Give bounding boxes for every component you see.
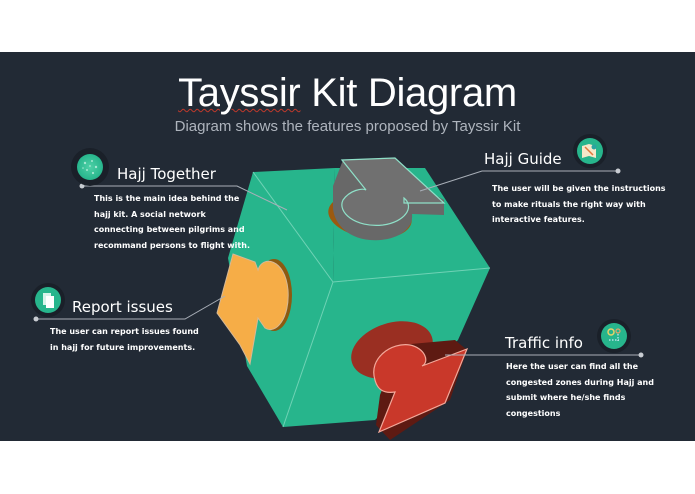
desc-line: This is the main idea behind the	[94, 194, 240, 203]
hajj-guide-icon-badge	[573, 134, 607, 168]
traffic-info-icon-badge	[597, 319, 631, 353]
route-pins-icon	[601, 323, 627, 349]
title-rest: Kit Diagram	[311, 71, 517, 115]
report-issues-title: Report issues	[72, 298, 173, 316]
desc-line: congested zones during Hajj and	[506, 377, 654, 387]
desc-line: recommand persons to flight with.	[94, 240, 250, 250]
page-subtitle: Diagram shows the features proposed by T…	[174, 118, 521, 135]
desc-line: interactive features.	[492, 215, 585, 224]
connector-hajj-together	[82, 185, 288, 211]
desc-line: hajj kit. A social network	[94, 209, 206, 219]
hajj-guide-title: Hajj Guide	[484, 150, 562, 168]
puzzle-cube-diagram	[33, 157, 644, 440]
traffic-info-description: Here the user can find all the congested…	[506, 359, 654, 421]
report-issues-description: The user can report issues found in hajj…	[50, 324, 199, 355]
traffic-info-title: Traffic info	[505, 334, 583, 352]
desc-line: congestions	[506, 408, 561, 418]
map-pin-icon	[577, 138, 603, 164]
desc-line: Here the user can find all the	[506, 362, 638, 371]
hajj-together-description: This is the main idea behind the hajj ki…	[94, 191, 250, 253]
slide: Tayssir Kit Diagram Diagram shows the fe…	[0, 52, 695, 441]
hajj-guide-description: The user will be given the instructions …	[492, 181, 666, 228]
connector-hajj-guide	[419, 170, 618, 192]
network-globe-icon	[77, 154, 103, 180]
documents-icon	[35, 287, 61, 313]
connector-report-issues	[36, 295, 226, 320]
desc-line: in hajj for future improvements.	[50, 342, 196, 352]
title-word-tayssir: Tayssir	[178, 71, 301, 115]
desc-line: connecting between pilgrims and	[94, 225, 245, 234]
desc-line: The user can report issues found	[50, 327, 199, 336]
report-issues-icon-badge	[31, 283, 65, 317]
hajj-together-icon-badge	[71, 148, 109, 186]
desc-line: submit where he/she finds	[506, 393, 626, 402]
desc-line: The user will be given the instructions	[492, 184, 666, 193]
hajj-together-title: Hajj Together	[117, 165, 216, 183]
page-title: Tayssir Kit Diagram	[0, 70, 695, 116]
desc-line: to make rituals the right way with	[492, 199, 646, 209]
